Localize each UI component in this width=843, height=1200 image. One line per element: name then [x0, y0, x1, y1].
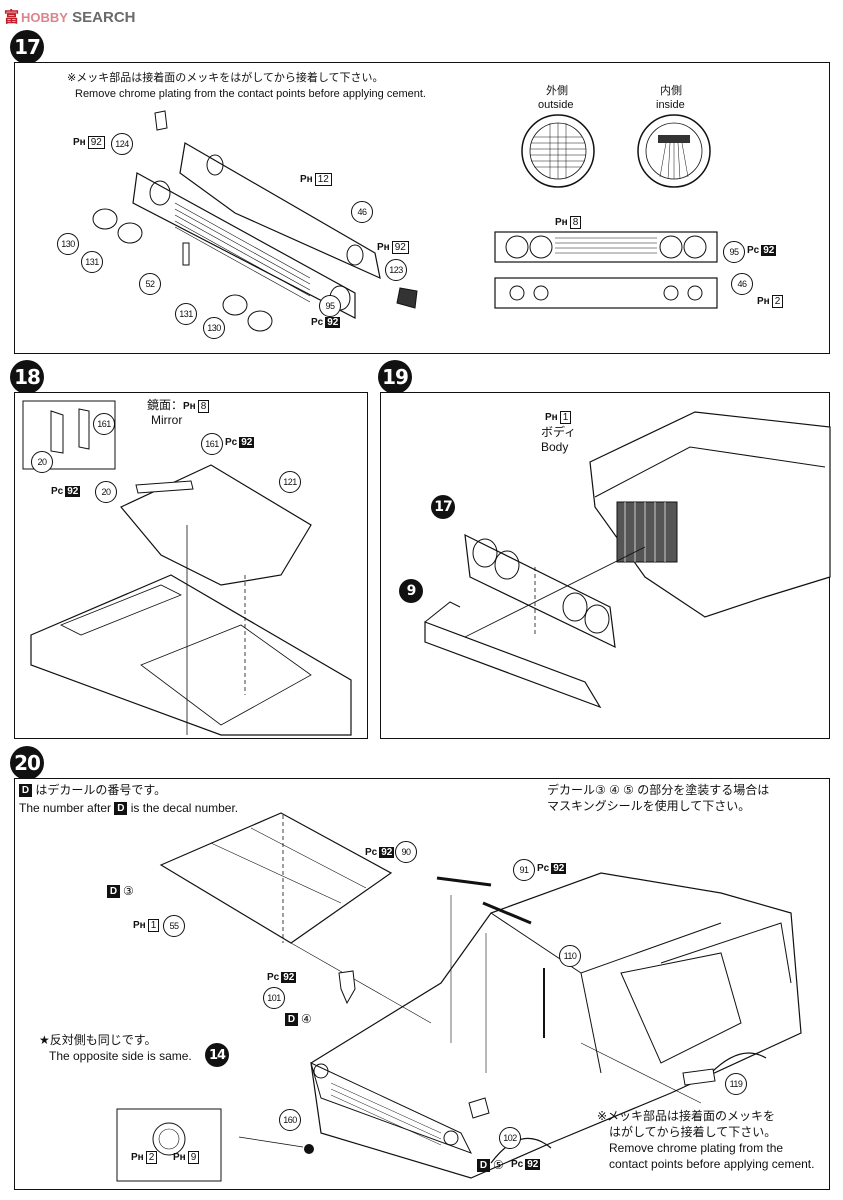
paint-note-jp-2: マスキングシールを使用して下さい。 — [547, 799, 751, 813]
part-95-b: 95 — [723, 241, 745, 263]
decal-note-jp: D はデカールの番号です。 — [19, 783, 166, 798]
mirror-detail-inset — [22, 400, 116, 470]
watermark-tail: SEARCH — [72, 9, 136, 26]
part-91: 91 — [513, 859, 535, 881]
sub-step-17-badge: 17 — [431, 495, 455, 519]
part-52: 52 — [139, 273, 161, 295]
mirror-label-en: Mirror — [151, 413, 183, 427]
part-124: 124 — [111, 133, 133, 155]
opposite-note-en: The opposite side is same. — [49, 1049, 192, 1063]
step-18-badge: 18 — [10, 360, 44, 394]
part-46-a: 46 — [351, 201, 373, 223]
part-20-a: 20 — [31, 451, 53, 473]
interior-tub-illustration — [30, 464, 352, 736]
part-130-b: 130 — [203, 317, 225, 339]
part-110: 110 — [559, 945, 581, 967]
decal-3-marker: D — [107, 885, 120, 898]
part-161-b: 161 — [201, 433, 223, 455]
body-label-en: Body — [541, 440, 569, 454]
car-body-illustration — [116, 812, 802, 1182]
part-131-a: 131 — [81, 251, 103, 273]
decal-note-en: The number after D is the decal number. — [19, 801, 239, 816]
sub-step-9-badge: 9 — [399, 579, 423, 603]
part-55: 55 — [163, 915, 185, 937]
decal-4-marker: D — [285, 1013, 298, 1026]
chrome-note-jp-2: はがしてから接着して下さい。 — [609, 1125, 777, 1139]
outside-jp: 外側 — [546, 85, 568, 97]
paint-note-jp-1: デカール③ ④ ⑤ の部分を塗装する場合は — [547, 783, 770, 797]
step-17-panel: ※メッキ部品は接着面のメッキをはがしてから接着して下さい。 Remove chr… — [14, 62, 830, 354]
decal-5-marker: D — [477, 1159, 490, 1172]
car-front-assembly-illustration — [424, 411, 831, 709]
headlight-inside-icon — [637, 114, 711, 188]
sub-step-14-badge: 14 — [205, 1043, 229, 1067]
outside-en: outside — [538, 99, 574, 111]
step-20-panel: D はデカールの番号です。 The number after D is the … — [14, 778, 830, 1190]
step-20-number: 20 — [14, 751, 41, 775]
part-95-a: 95 — [319, 295, 341, 317]
watermark-cn: 富 — [4, 9, 20, 26]
part-119: 119 — [725, 1073, 747, 1095]
inside-jp: 内側 — [660, 85, 682, 97]
part-131-b: 131 — [175, 303, 197, 325]
part-123: 123 — [385, 259, 407, 281]
grille-front-view — [494, 231, 718, 309]
step-17-note-jp: ※メッキ部品は接着面のメッキをはがしてから接着して下さい。 — [67, 72, 384, 84]
step-19-number: 19 — [382, 365, 409, 389]
watermark-mid: HOBBY — [21, 10, 68, 25]
part-20-b: 20 — [95, 481, 117, 503]
step-17-number: 17 — [14, 35, 41, 59]
chrome-note-en-2: contact points before applying cement. — [609, 1157, 815, 1171]
decal-4-number: ④ — [301, 1012, 312, 1026]
chrome-note-jp-1: ※メッキ部品は接着面のメッキを — [597, 1109, 776, 1123]
body-label-jp: ボディ — [541, 425, 577, 439]
step-17-note-en: Remove chrome plating from the contact p… — [75, 88, 426, 100]
part-101: 101 — [263, 987, 285, 1009]
decal-3-number: ③ — [123, 884, 134, 898]
opposite-note-jp: ★反対側も同じです。 — [39, 1033, 157, 1047]
step-20-badge: 20 — [10, 746, 44, 780]
part-102: 102 — [499, 1127, 521, 1149]
part-161-a: 161 — [93, 413, 115, 435]
part-46-b: 46 — [731, 273, 753, 295]
part-130-a: 130 — [57, 233, 79, 255]
step-17-badge: 17 — [10, 30, 44, 64]
decal-5-number: ⑤ — [493, 1158, 504, 1172]
part-121: 121 — [279, 471, 301, 493]
step-18-number: 18 — [14, 365, 41, 389]
inside-en: inside — [656, 99, 685, 111]
chrome-note-en-1: Remove chrome plating from the — [609, 1141, 784, 1155]
part-90: 90 — [395, 841, 417, 863]
step-19-badge: 19 — [378, 360, 412, 394]
grille-illustration — [92, 110, 418, 332]
headlight-outside-icon — [521, 114, 595, 188]
part-160: 160 — [279, 1109, 301, 1131]
